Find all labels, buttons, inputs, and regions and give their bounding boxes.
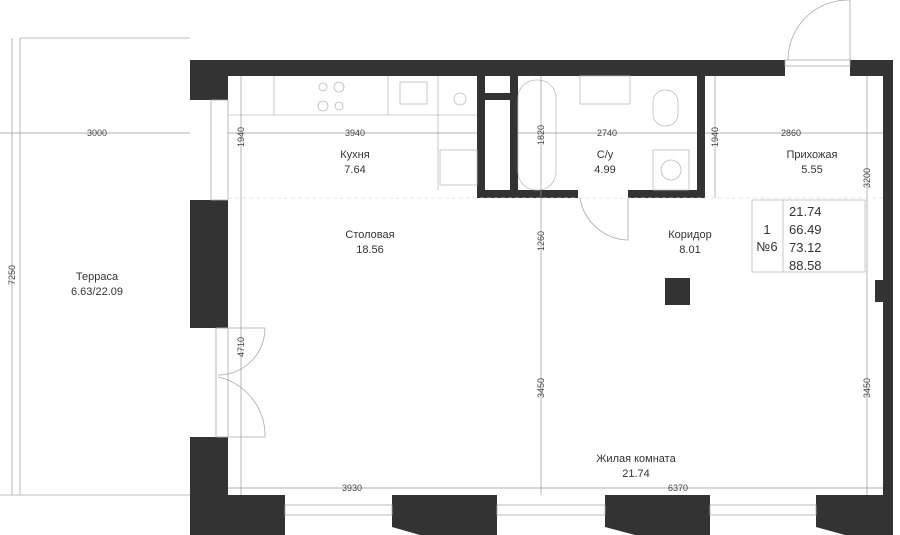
- dim-bottom-left: 3930: [342, 483, 362, 493]
- rooms-count: 1: [763, 222, 770, 237]
- dim-center-lower: 3450: [536, 378, 546, 398]
- corridor-area: 8.01: [679, 244, 700, 256]
- dim-hall-depth: 1940: [710, 127, 720, 147]
- corridor-name: Коридор: [668, 229, 711, 241]
- bathroom-fixtures: [517, 75, 690, 191]
- dim-bottom-right: 6370: [668, 483, 688, 493]
- dim-left-lower: 4710: [236, 337, 246, 357]
- dim-center-mid: 1260: [536, 231, 546, 251]
- apartment-number: №6: [756, 239, 777, 254]
- dining-name: Столовая: [345, 229, 394, 241]
- hallway-name: Прихожая: [787, 149, 838, 161]
- area-with-terrace: 88.58: [789, 258, 822, 273]
- apartment-info-box: 1 №6 21.74 66.49 73.12 88.58: [751, 199, 866, 273]
- terrace-area: 6.63/22.09: [71, 286, 123, 298]
- living-area: 21.74: [622, 468, 650, 480]
- living-name: Жилая комната: [596, 453, 676, 465]
- column: [665, 278, 690, 305]
- walls: [190, 60, 893, 535]
- dim-bath-depth: 1820: [536, 125, 546, 145]
- area-total: 66.49: [789, 222, 822, 237]
- dim-hall-right: 3200: [862, 168, 872, 188]
- dim-right-lower: 3450: [862, 378, 872, 398]
- dim-terrace-width: 3000: [87, 128, 107, 138]
- doors[interactable]: [215, 0, 851, 438]
- dining-area: 18.56: [356, 244, 384, 256]
- bathroom-name: С/у: [597, 149, 614, 161]
- terrace-name: Терраса: [76, 271, 119, 283]
- bathroom-area: 4.99: [594, 164, 615, 176]
- dimension-lines: [228, 76, 883, 495]
- windows: [210, 59, 851, 516]
- dim-kitchen-depth: 1940: [236, 127, 246, 147]
- area-with-balcony: 73.12: [789, 240, 822, 255]
- kitchen-area: 7.64: [344, 164, 365, 176]
- dim-kitchen-width: 3940: [345, 128, 365, 138]
- area-living: 21.74: [789, 204, 822, 219]
- dim-bath-width: 2740: [597, 128, 617, 138]
- dim-terrace-height: 7250: [7, 265, 17, 285]
- terrace-outline: [0, 37, 190, 496]
- hallway-area: 5.55: [801, 164, 822, 176]
- dim-hall-width: 2860: [781, 128, 801, 138]
- kitchen-name: Кухня: [340, 149, 369, 161]
